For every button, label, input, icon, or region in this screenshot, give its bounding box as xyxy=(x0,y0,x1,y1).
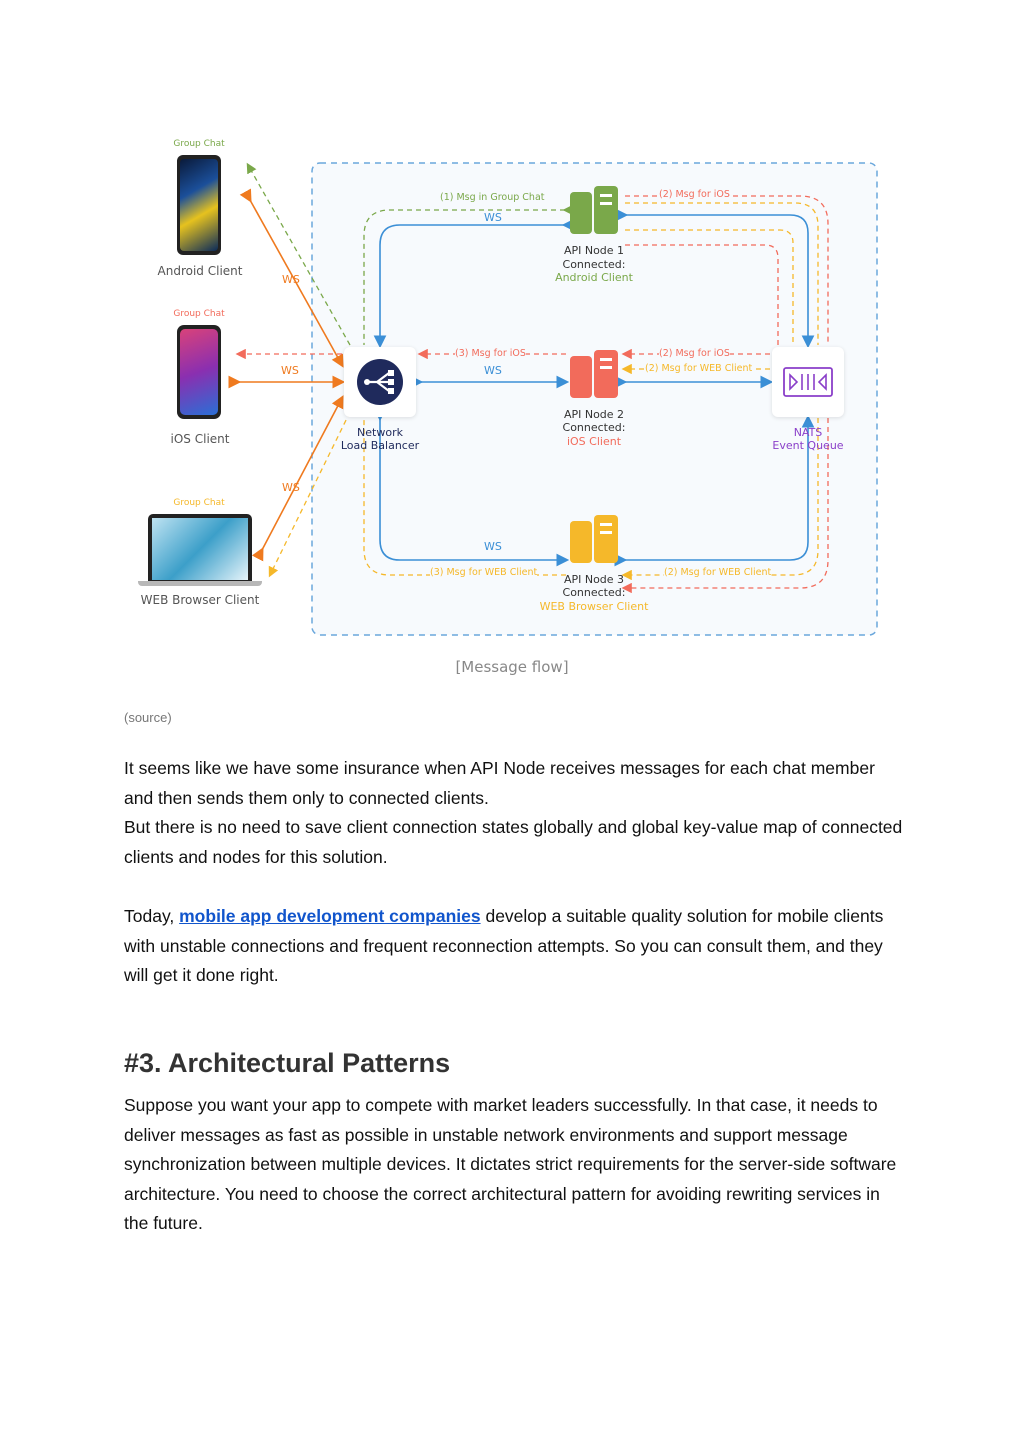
api-node-3-connected: Connected: xyxy=(524,586,664,600)
ws-label-ios: WS xyxy=(281,364,299,377)
android-client-label: Android Client xyxy=(120,264,280,278)
label-msg-ios-nats: (2) Msg for iOS xyxy=(659,348,730,359)
diagram-caption: [Message flow] xyxy=(412,658,612,676)
ws-label-web: WS xyxy=(282,481,300,494)
api-node-2-connected: Connected: xyxy=(524,421,664,435)
api-node-1-connected: Connected: xyxy=(524,258,664,272)
paragraph-3: Suppose you want your app to compete wit… xyxy=(124,1091,904,1239)
paragraph-1-line-2: But there is no need to save client conn… xyxy=(124,813,904,872)
label-msg-web-lb: (3) Msg for WEB Client xyxy=(430,567,537,578)
label-msg-ios-top: (2) Msg for iOS xyxy=(659,189,730,200)
load-balancer-icon xyxy=(357,359,403,405)
api-node-1-title: API Node 1 xyxy=(524,244,664,258)
nats-label-1: NATS xyxy=(738,426,878,440)
api-node-3-client: WEB Browser Client xyxy=(524,600,664,614)
load-balancer-label-2: Load Balancer xyxy=(310,439,450,453)
server-icon-green xyxy=(568,186,622,236)
android-group-chat-tag: Group Chat xyxy=(149,139,249,149)
label-ws-node3: WS xyxy=(484,540,502,553)
ios-phone-icon xyxy=(177,325,221,419)
message-flow-diagram: Group Chat Android Client Group Chat iOS… xyxy=(0,0,1024,690)
label-ws-node2: WS xyxy=(484,364,502,377)
web-client-label: WEB Browser Client xyxy=(120,593,280,607)
paragraph-3-text: Suppose you want your app to compete wit… xyxy=(124,1091,904,1239)
ws-label-android: WS xyxy=(282,273,300,286)
section-heading: #3. Architectural Patterns xyxy=(124,1048,450,1079)
api-node-3-title: API Node 3 xyxy=(524,573,664,587)
load-balancer-label-1: Network xyxy=(310,426,450,440)
label-msg-group-chat: (1) Msg in Group Chat xyxy=(440,192,545,203)
api-node-1-client: Android Client xyxy=(524,271,664,285)
label-msg-web-nats: (2) Msg for WEB Client xyxy=(645,363,752,374)
label-msg-ios-lb: (3) Msg for iOS xyxy=(455,348,526,359)
nats-label-2: Event Queue xyxy=(738,439,878,453)
diagram-lines xyxy=(0,0,1024,690)
label-ws-node1: WS xyxy=(484,211,502,224)
api-node-2-client: iOS Client xyxy=(524,435,664,449)
paragraph-2-intro: Today, xyxy=(124,906,179,926)
ios-group-chat-tag: Group Chat xyxy=(149,309,249,319)
android-phone-icon xyxy=(177,155,221,255)
mobile-app-dev-link[interactable]: mobile app development companies xyxy=(179,906,480,926)
ios-client-label: iOS Client xyxy=(120,432,280,446)
paragraph-1: It seems like we have some insurance whe… xyxy=(124,754,904,872)
server-icon-red xyxy=(568,350,622,400)
paragraph-2: Today, mobile app development companies … xyxy=(124,902,904,991)
web-group-chat-tag: Group Chat xyxy=(149,498,249,508)
api-node-2-title: API Node 2 xyxy=(524,408,664,422)
laptop-icon xyxy=(148,514,252,582)
queue-icon xyxy=(783,367,833,397)
label-msg-web-bottom: (2) Msg for WEB Client xyxy=(664,567,771,578)
server-icon-yellow xyxy=(568,515,622,565)
paragraph-1-line-1: It seems like we have some insurance whe… xyxy=(124,754,904,813)
source-label[interactable]: (source) xyxy=(124,710,172,725)
